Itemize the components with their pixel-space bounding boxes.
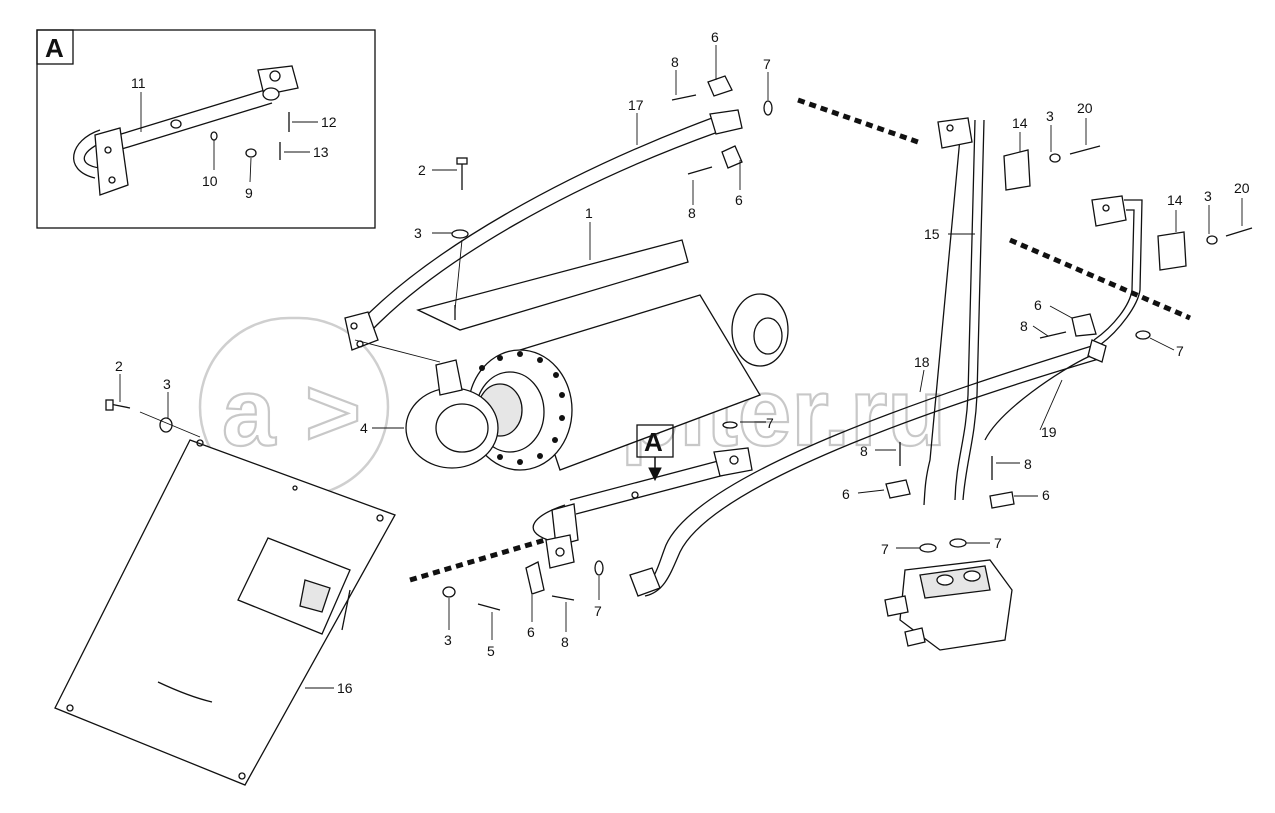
callout-18: 18 xyxy=(914,354,930,370)
callout-14-upper: 14 xyxy=(1012,115,1028,131)
callout-1: 1 xyxy=(585,205,593,221)
bottom-panel: 2 3 16 xyxy=(54,358,396,786)
callout-6-lower: 6 xyxy=(527,624,535,640)
callout-6-valve-right: 6 xyxy=(1042,487,1050,503)
callout-3-panel: 3 xyxy=(163,376,171,392)
callout-8-lower: 8 xyxy=(561,634,569,650)
callout-7-valve-right: 7 xyxy=(994,535,1002,551)
dashed-lines xyxy=(409,97,1191,583)
callout-9: 9 xyxy=(245,185,253,201)
callout-3-bracket-upper: 3 xyxy=(1046,108,1054,124)
callout-10: 10 xyxy=(202,173,218,189)
callout-7-lower: 7 xyxy=(594,603,602,619)
callout-8-right: 8 xyxy=(1020,318,1028,334)
lower-fittings: 3 5 6 8 7 xyxy=(442,560,604,659)
svg-text:a: a xyxy=(222,359,276,466)
callout-2-lower: 2 xyxy=(115,358,123,374)
callout-8-valve-left: 8 xyxy=(860,443,868,459)
detail-a-label: A xyxy=(45,33,64,63)
callout-3-bracket-lower: 3 xyxy=(1204,188,1212,204)
callout-19: 19 xyxy=(1041,424,1057,440)
callout-4: 4 xyxy=(360,420,368,436)
control-valve: 7 7 xyxy=(881,535,1013,651)
callout-7-right: 7 xyxy=(1176,343,1184,359)
hoses-18-19: 18 19 xyxy=(629,339,1107,597)
callout-20-lower: 20 xyxy=(1234,180,1250,196)
tube-15: 15 xyxy=(923,117,985,506)
right-clamp-group: 6 8 7 xyxy=(1020,297,1184,359)
flange-bottom xyxy=(94,127,129,196)
callout-6-valve-left: 6 xyxy=(842,486,850,502)
callout-13: 13 xyxy=(313,144,329,160)
bracket-group-lower: 14 3 20 xyxy=(1157,180,1253,271)
callout-8-valve-right: 8 xyxy=(1024,456,1032,472)
detail-a-inset: A 11 10 9 12 13 xyxy=(36,29,376,229)
callout-17: 17 xyxy=(628,97,644,113)
section-marker-a: A xyxy=(636,424,674,482)
callout-5: 5 xyxy=(487,643,495,659)
pipe-upper-right xyxy=(1091,195,1143,346)
hydraulic-cylinder: 4 xyxy=(360,293,789,471)
callout-11: 11 xyxy=(131,75,146,91)
svg-text:>: > xyxy=(305,359,361,466)
callout-12: 12 xyxy=(321,114,337,130)
callout-6-right: 6 xyxy=(1034,297,1042,313)
hose-17: 17 xyxy=(344,97,743,363)
valve-clamp-group: 8 6 8 6 xyxy=(842,442,1050,509)
callout-14-lower: 14 xyxy=(1167,192,1183,208)
bolt-set-upper: 2 3 xyxy=(414,157,469,311)
callout-8-mid: 8 xyxy=(688,205,696,221)
bracket-group-upper: 14 3 20 xyxy=(1003,100,1101,191)
callout-6-mid: 6 xyxy=(735,192,743,208)
callout-20-upper: 20 xyxy=(1077,100,1093,116)
callout-7-top: 7 xyxy=(763,56,771,72)
callout-16: 16 xyxy=(337,680,353,696)
svg-text:A: A xyxy=(644,427,663,457)
callout-8-top: 8 xyxy=(671,54,679,70)
cover-plate: 1 xyxy=(416,205,689,331)
middle-tube: 7 xyxy=(532,415,774,569)
callout-6-top: 6 xyxy=(711,29,719,45)
callout-2-upper: 2 xyxy=(418,162,426,178)
callout-3-lower: 3 xyxy=(444,632,452,648)
callout-7-mid: 7 xyxy=(766,415,774,431)
callout-15: 15 xyxy=(924,226,940,242)
callout-3-upper: 3 xyxy=(414,225,422,241)
callout-7-valve-left: 7 xyxy=(881,541,889,557)
top-clamp-group: 6 8 7 8 6 xyxy=(671,29,773,221)
